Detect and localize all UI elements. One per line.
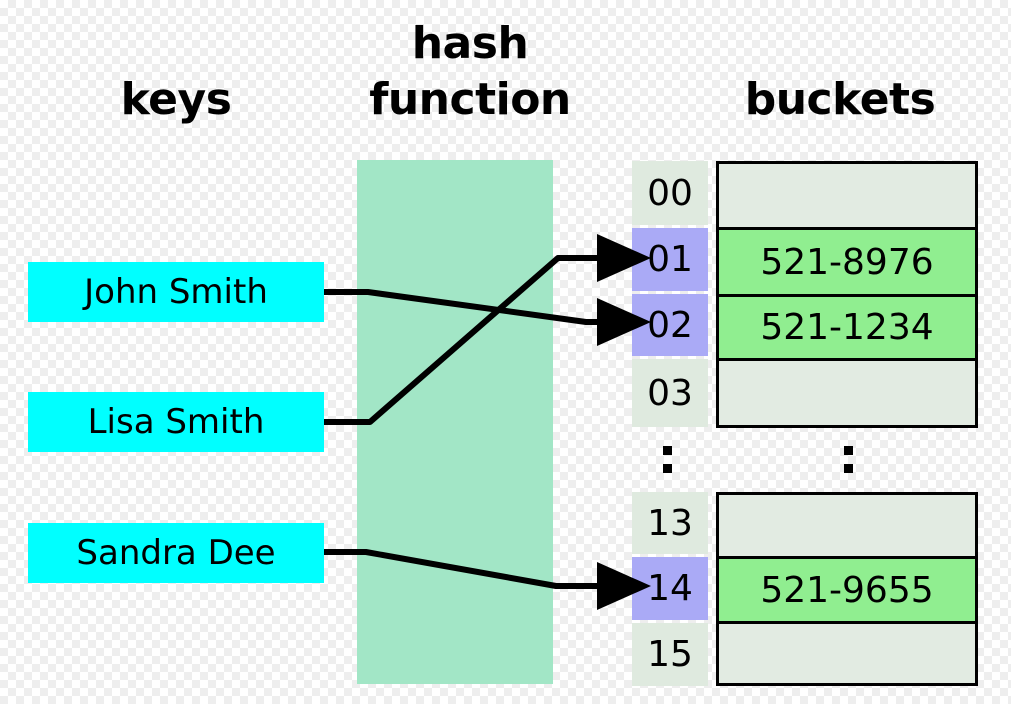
key-label: John Smith (84, 272, 268, 312)
key-box-sandra-dee[interactable]: Sandra Dee (28, 523, 324, 583)
vertical-ellipsis-icon-index (663, 446, 672, 482)
bucket-index-label: 01 (647, 239, 693, 280)
bucket-row[interactable]: 521-9655 (719, 559, 975, 624)
bucket-index-label: 03 (647, 372, 693, 414)
vertical-ellipsis-icon-buckets (844, 446, 853, 482)
bucket-index-label: 00 (647, 172, 693, 214)
bucket-row[interactable]: 521-1234 (719, 297, 975, 361)
key-label: Lisa Smith (87, 402, 265, 442)
keys-header: keys (120, 74, 232, 125)
bucket-index-label: 02 (647, 304, 693, 346)
bucket-row[interactable] (719, 361, 975, 425)
bucket-row[interactable] (719, 624, 975, 683)
arrow-right-icon-lisa-smith-to-01 (324, 234, 651, 425)
arrow-right-icon-john-smith-to-02 (324, 289, 651, 346)
bucket-index-15[interactable]: 15 (632, 623, 708, 686)
arrow-right-icon-sandra-dee-to-14 (324, 549, 651, 610)
hash-function-header-line2: function (369, 74, 571, 125)
bucket-index-00[interactable]: 00 (632, 161, 708, 225)
bucket-row[interactable] (719, 164, 975, 230)
hash-function-header-line1: hash (411, 18, 529, 69)
bucket-index-03[interactable]: 03 (632, 359, 708, 427)
bucket-index-label: 14 (647, 568, 693, 609)
bucket-table-top: 521-8976 521-1234 (716, 161, 978, 428)
bucket-table-bottom: 521-9655 (716, 492, 978, 686)
bucket-value: 521-1234 (760, 307, 934, 348)
buckets-header: buckets (744, 74, 936, 125)
bucket-value: 521-9655 (760, 569, 934, 611)
key-box-john-smith[interactable]: John Smith (28, 262, 324, 322)
key-label: Sandra Dee (76, 533, 276, 573)
bucket-value: 521-8976 (760, 241, 934, 283)
bucket-index-label: 15 (647, 634, 693, 675)
hash-function-panel (357, 160, 553, 684)
bucket-index-13[interactable]: 13 (632, 492, 708, 554)
bucket-row[interactable]: 521-8976 (719, 230, 975, 297)
key-box-lisa-smith[interactable]: Lisa Smith (28, 392, 324, 452)
bucket-row[interactable] (719, 495, 975, 559)
bucket-index-label: 13 (647, 502, 693, 544)
